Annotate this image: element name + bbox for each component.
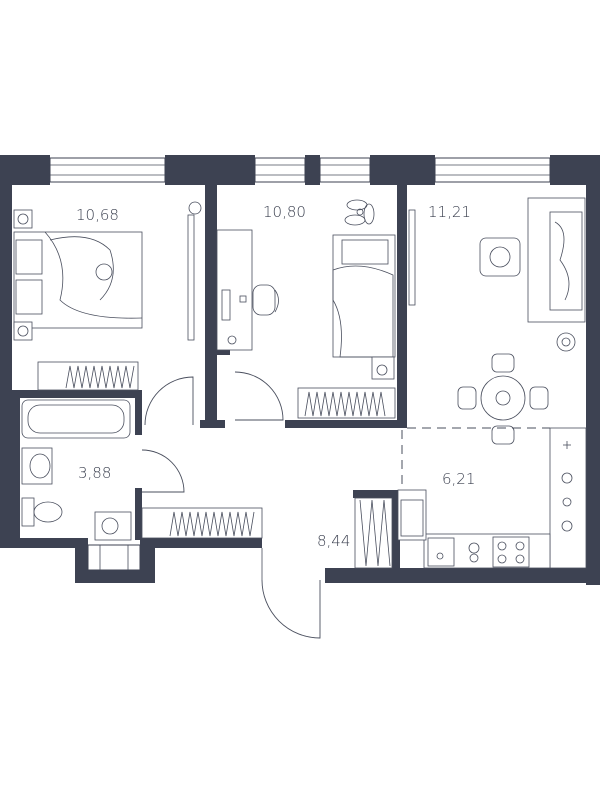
area-label-living-room: 11,21 (428, 203, 471, 221)
bathroom-furniture (21, 399, 132, 541)
walls (0, 155, 600, 585)
kitchen-furniture (354, 427, 587, 569)
bedroom-1-furniture (13, 201, 202, 391)
bedroom-2-furniture (216, 199, 416, 419)
area-label-bedroom-1: 10,68 (76, 206, 119, 224)
area-label-hallway: 8,44 (317, 532, 350, 550)
doors (141, 371, 321, 639)
hallway-furniture (141, 507, 263, 539)
windows (49, 157, 551, 571)
area-label-kitchen: 6,21 (442, 470, 475, 488)
living-room-furniture (457, 197, 586, 445)
area-labels: 10,68 10,80 11,21 3,88 6,21 8,44 (76, 203, 475, 550)
area-label-bedroom-2: 10,80 (263, 203, 306, 221)
area-label-bathroom: 3,88 (78, 464, 111, 482)
